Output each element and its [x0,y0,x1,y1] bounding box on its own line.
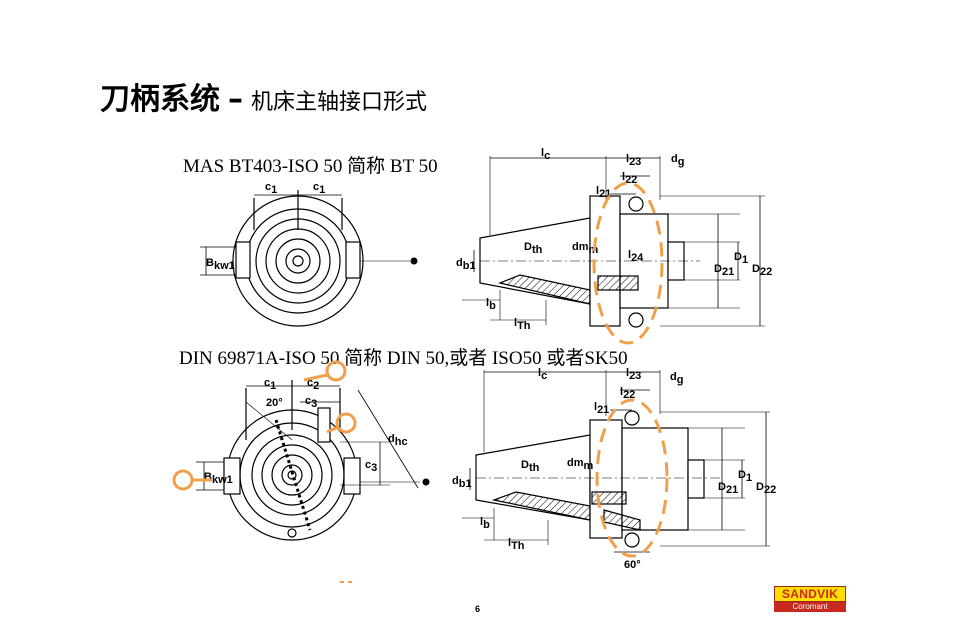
label-c1-b: c1 [313,181,325,196]
label-c3-din-side: c3 [365,459,377,474]
din50-highlight-ellipse [595,398,669,558]
logo-subtitle: Coromant [774,602,846,612]
label-dth: Dth [524,241,543,256]
label-bkw1: Bkw1 [206,257,235,272]
label-l23: l23 [626,153,641,168]
label-lc-din: lc [538,367,547,382]
bt50-end-view [200,190,410,327]
label-lc: lc [541,147,550,162]
label-l23-din: l23 [626,367,641,382]
din50-end-view [196,380,420,541]
label-d22-din: D22 [756,481,776,496]
bt50-center-dot [410,257,418,265]
label-dhc: dhc [388,433,408,448]
label-l24: l24 [628,249,644,264]
label-l21-din: l21 [594,401,609,416]
label-dmm-din: dmm [567,457,594,472]
orange-callouts [172,360,357,491]
title-main: 刀柄系统 [100,82,220,117]
label-db1-din: db1 [452,475,472,490]
label-lth: lTh [514,317,531,332]
label-l22: l22 [622,171,637,186]
label-lb: lb [486,297,496,312]
label-d21-din: D21 [718,481,738,496]
bt50-side-view [462,156,765,328]
label-d22: D22 [752,263,772,278]
label-dth-din: Dth [521,459,540,474]
title-subtitle: 机床主轴接口形式 [251,90,428,115]
label-c2-din: c2 [307,377,319,392]
label-d1: D1 [734,251,748,266]
label-c1-din: c1 [264,377,276,392]
bt50-highlight-ellipse [592,181,664,345]
bt50-heading: MAS BT403-ISO 50 简称 BT 50 [183,156,438,177]
label-bkw1-din: Bkw1 [204,471,233,486]
label-lb-din: lb [480,516,490,531]
label-c1-a: c1 [265,181,277,196]
label-l22-din: l22 [620,386,635,401]
label-d1-din: D1 [738,469,752,484]
label-angle-20: 20° [266,397,283,409]
label-d21: D21 [714,263,734,278]
page-number: 6 [475,604,481,614]
title-dash: – [228,82,243,117]
label-c3-din-top: c3 [305,395,317,410]
label-dg-din: dg [670,371,683,386]
din50-center-dot [422,478,430,486]
slide-title: 刀柄系统–机床主轴接口形式 [100,74,427,118]
label-db1: db1 [456,257,476,272]
label-lth-din: lTh [508,537,525,552]
sandvik-logo: SANDVIK Coromant [774,586,846,612]
din50-side-view [462,370,770,553]
label-dg: dg [671,153,684,168]
logo-brand: SANDVIK [774,586,846,602]
din50-heading: DIN 69871A-ISO 50 简称 DIN 50,或者 ISO50 或者S… [179,348,628,369]
label-angle-60: 60° [624,559,641,571]
